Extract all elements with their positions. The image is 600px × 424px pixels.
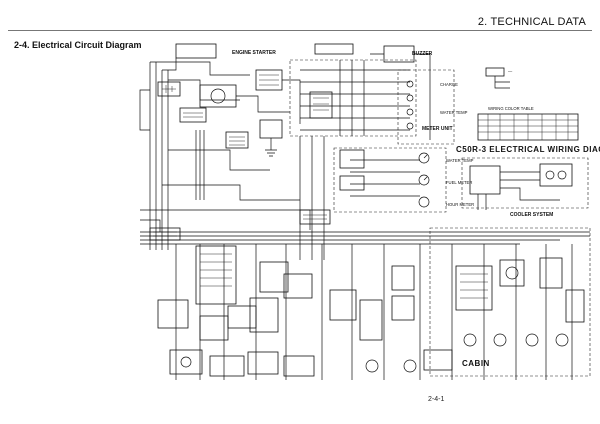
- wiper-relay: [391, 265, 415, 291]
- motor-icon: [493, 333, 507, 347]
- water-temp-meter-label: WATER TEMP: [446, 158, 474, 163]
- cooler-switch: [469, 165, 501, 195]
- washer-relay: [391, 295, 415, 321]
- lever-lock-relay: [259, 261, 289, 293]
- key-switch: [149, 227, 181, 241]
- page-number: 2-4-1: [428, 396, 445, 403]
- diagram-title: C50R-3 ELECTRICAL WIRING DIAGRAM: [456, 145, 600, 154]
- gauge-icon: [418, 196, 430, 208]
- indicator-lamps: [397, 69, 455, 145]
- battery: [157, 81, 181, 97]
- lamp-icon: [406, 122, 414, 130]
- lamp-icon: [525, 333, 539, 347]
- hour-meter-label: HOUR METER: [446, 202, 474, 207]
- motor-icon: [505, 266, 519, 280]
- lamp-icon: [180, 356, 192, 368]
- lever-lock-relay: [283, 273, 313, 299]
- pressure-switch: [227, 305, 257, 329]
- travel-speed-circuit: [195, 245, 237, 305]
- work-lamp-icon: [365, 359, 379, 373]
- wiper-motor: [499, 259, 525, 287]
- cabin-switch: [565, 289, 585, 323]
- cooler-system-title: COOLER SYSTEM: [510, 212, 553, 218]
- cooler-frame: [461, 157, 589, 209]
- cabin-label: CABIN: [462, 359, 490, 368]
- gauge-icon: [418, 174, 430, 186]
- buzzer-box: [383, 45, 415, 63]
- motor-icon: [463, 333, 477, 347]
- horn-icon: [403, 359, 417, 373]
- pressure-switch: [249, 297, 279, 333]
- warning-lamp-frame: [289, 59, 417, 137]
- cabin-frame: [429, 227, 591, 377]
- cooler-condenser: [539, 163, 573, 187]
- fuel-meter-label: FUEL METER: [446, 180, 472, 185]
- wiring-color-example-label: —: [508, 69, 513, 74]
- charge-lamp-label: CHARGE: [440, 82, 458, 87]
- fuse-box: [175, 43, 217, 59]
- gauge-section: WATER TEMP FUEL METER HOUR METER: [299, 147, 474, 225]
- section-header: 2. TECHNICAL DATA: [477, 16, 586, 28]
- fan-icon: [545, 170, 555, 180]
- gauge-frame: [333, 147, 447, 213]
- lamp-icon: [406, 80, 414, 88]
- heater-relay: [225, 131, 249, 149]
- cooler-system: COOLER SYSTEM: [461, 157, 589, 218]
- safety-relay: [179, 107, 207, 123]
- temp-sender: [339, 149, 365, 169]
- header-rule: [8, 30, 592, 31]
- cabin-section: CABIN: [429, 227, 591, 377]
- starter-motor-icon: [210, 88, 226, 104]
- water-temp-lamp-label: WATER TEMP: [440, 110, 468, 115]
- engine-starter-label: ENGINE STARTER: [232, 50, 276, 56]
- cabin-relay-box: [455, 265, 493, 311]
- wire-color-example: [485, 67, 505, 77]
- speed-solenoid: [209, 355, 245, 377]
- meter-section: BUZZER CHARGE WATER TEMP METER UNIT: [289, 43, 468, 260]
- flasher-unit: [329, 289, 357, 321]
- bottom-harness: [140, 231, 590, 380]
- lamp-icon: [406, 94, 414, 102]
- cabin-switch: [539, 257, 563, 289]
- fan-icon: [557, 170, 567, 180]
- meter-unit-label: METER UNIT: [422, 126, 453, 132]
- light-switch: [359, 299, 383, 341]
- lamp-icon: [406, 108, 414, 116]
- starter-motor: [199, 84, 237, 108]
- lamp-icon: [555, 333, 569, 347]
- legend-section: — WIRING COLOR TABLE C50R-3 ELECTRICAL W…: [456, 67, 600, 154]
- rotating-beacon: [423, 349, 453, 371]
- charge-relay: [299, 209, 331, 225]
- service-lamp: [169, 349, 203, 375]
- engine-ground: [259, 119, 283, 139]
- fuel-sender: [339, 175, 365, 191]
- oil-pressure-switch: [309, 91, 333, 119]
- page-title: 2-4. Electrical Circuit Diagram: [14, 40, 142, 50]
- work-lamp-relay: [157, 299, 189, 329]
- lever-lock-solenoid: [247, 351, 279, 375]
- color-table-title: WIRING COLOR TABLE: [488, 106, 534, 111]
- buzzer-relay: [314, 43, 354, 55]
- left-harness: [139, 43, 311, 250]
- travel-alarm: [283, 355, 315, 377]
- gauge-icon: [418, 152, 430, 164]
